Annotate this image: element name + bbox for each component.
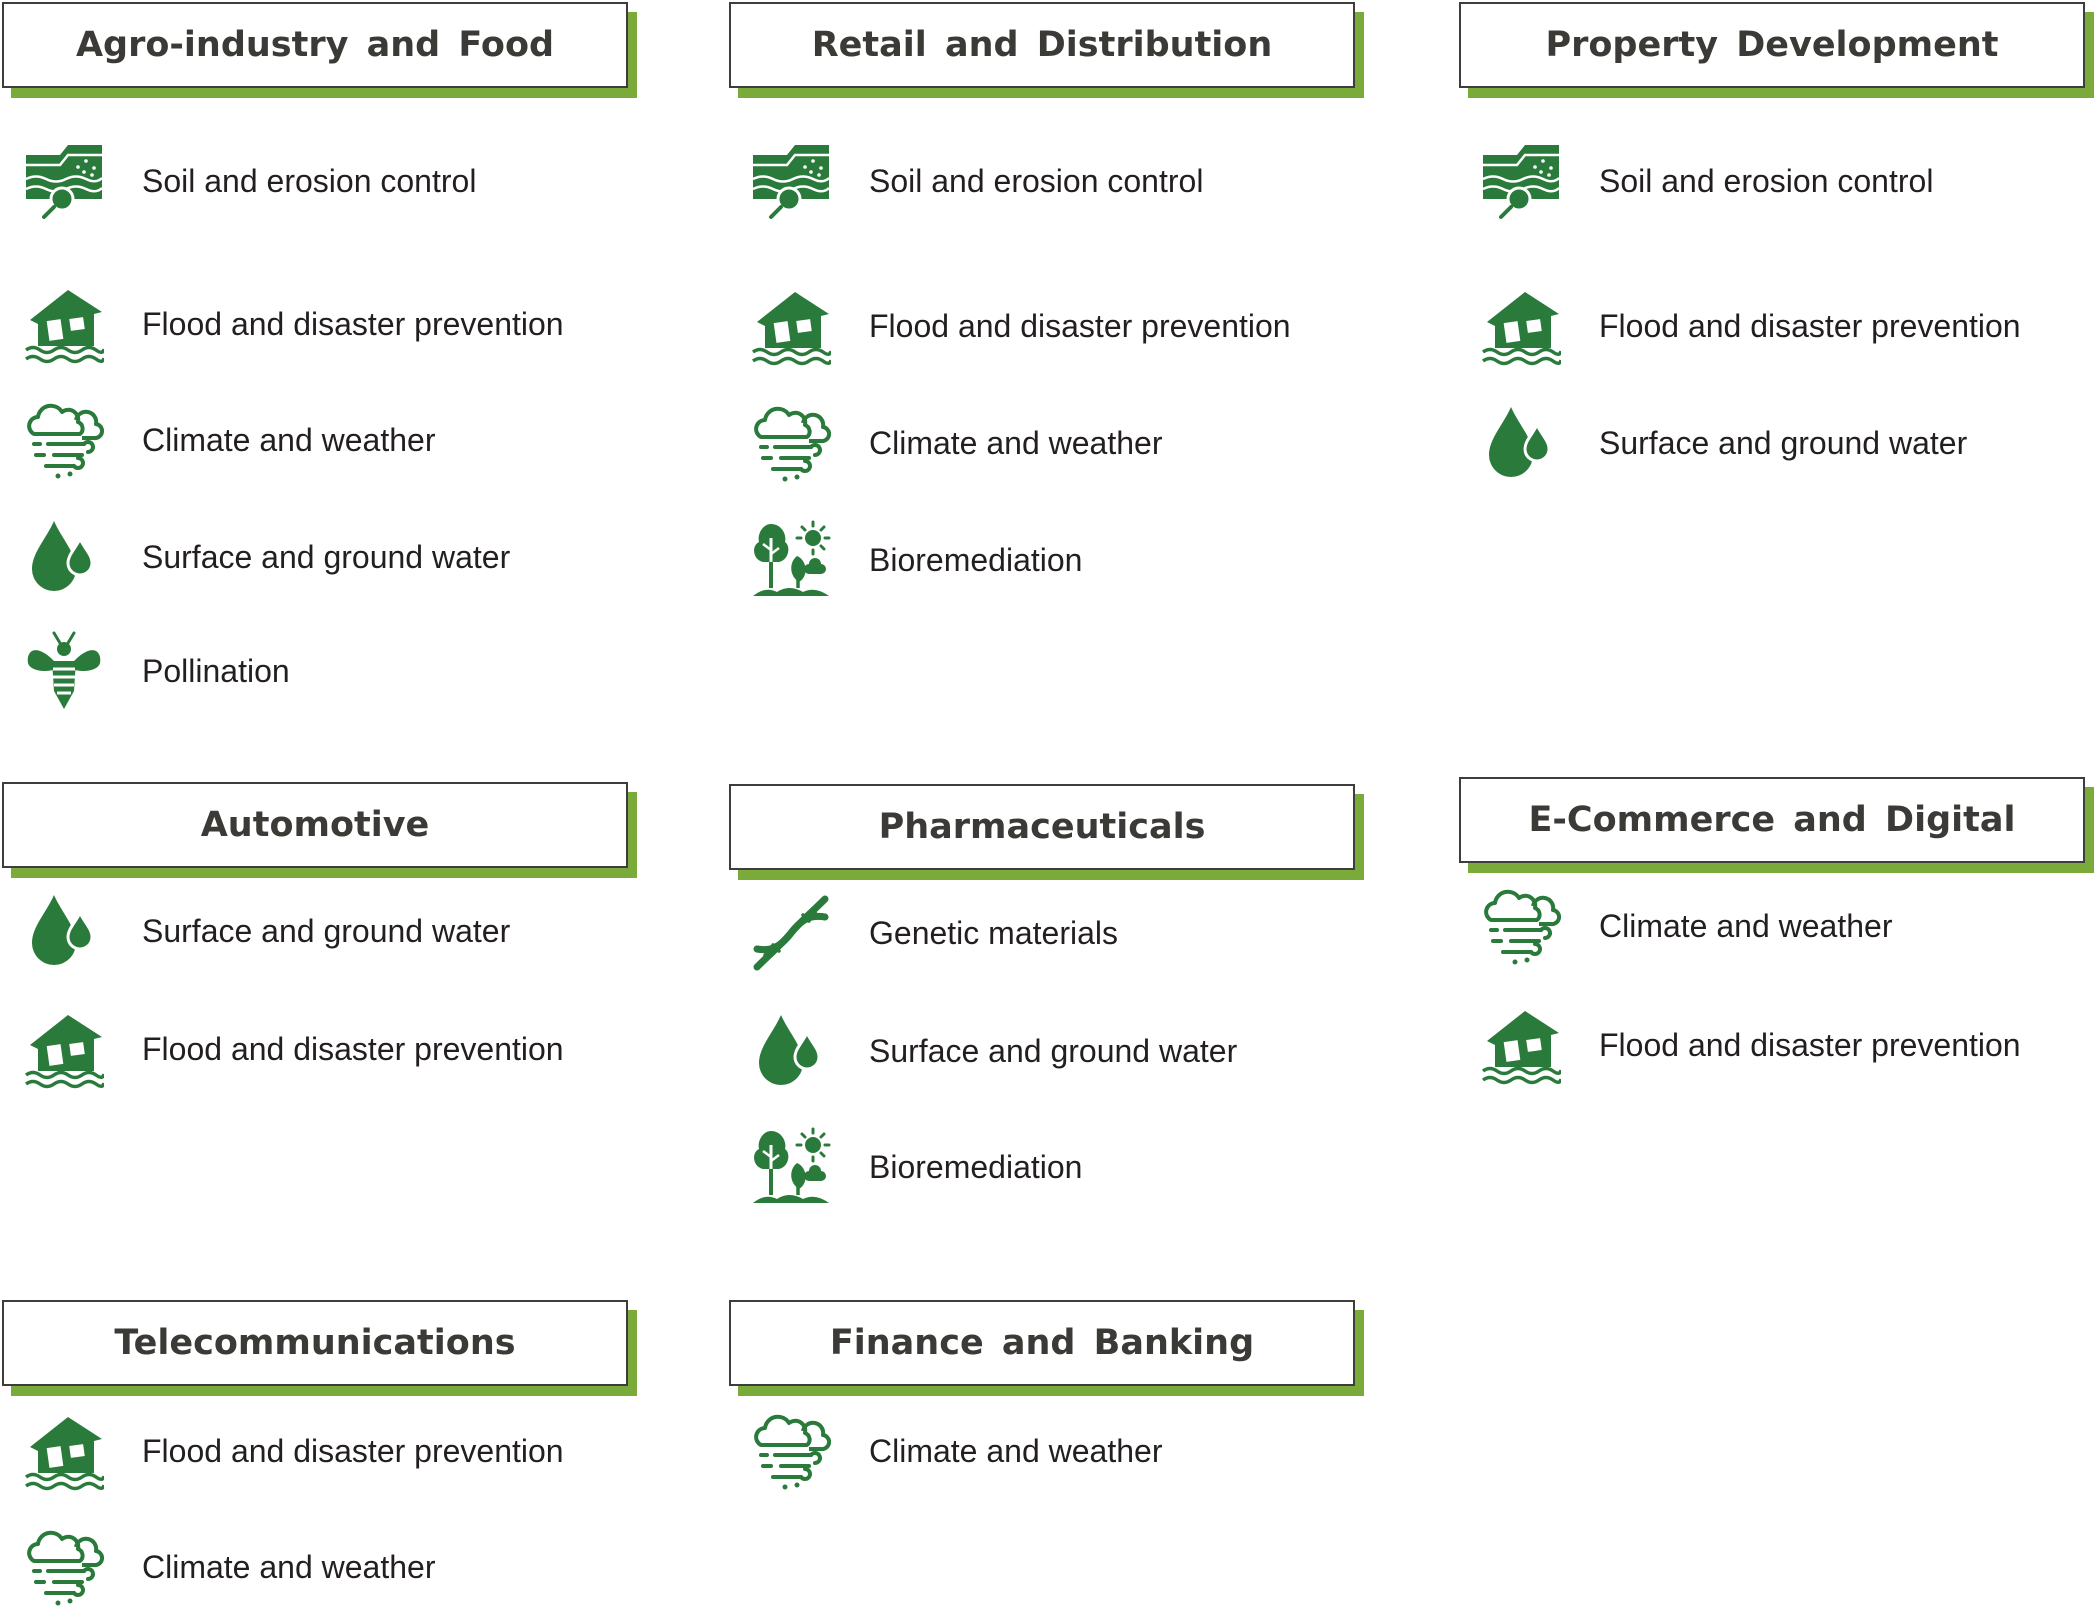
header-box: Retail and Distribution bbox=[729, 2, 1355, 88]
flood-house-icon bbox=[1481, 286, 1561, 366]
soil-erosion-icon bbox=[751, 141, 831, 221]
header-box: E-Commerce and Digital bbox=[1459, 777, 2085, 863]
sector-title: Automotive bbox=[200, 805, 430, 845]
item-label: Flood and disaster prevention bbox=[1599, 1026, 2021, 1063]
item-label: Flood and disaster prevention bbox=[142, 1030, 564, 1067]
list-item: Bioremediation bbox=[729, 1122, 1449, 1212]
list-item: Flood and disaster prevention bbox=[1459, 281, 2095, 371]
list-item: Bioremediation bbox=[729, 515, 1449, 605]
sector-header: Retail and Distribution bbox=[729, 2, 1364, 99]
list-item: Flood and disaster prevention bbox=[2, 1406, 722, 1496]
sector-agro-industry: Agro-industry and Food Soil and erosion … bbox=[2, 2, 637, 709]
list-item: Soil and erosion control bbox=[1459, 136, 2095, 226]
item-label: Climate and weather bbox=[869, 1432, 1163, 1469]
header-box: Property Development bbox=[1459, 2, 2085, 88]
bioremediation-icon bbox=[751, 1127, 831, 1207]
item-label: Bioremediation bbox=[869, 1148, 1083, 1185]
list-item: Flood and disaster prevention bbox=[729, 281, 1449, 371]
list-item: Surface and ground water bbox=[729, 1006, 1449, 1096]
sector-header: Pharmaceuticals bbox=[729, 784, 1364, 881]
sector-header: Finance and Banking bbox=[729, 1300, 1364, 1397]
sector-automotive: Automotive Surface and ground water Floo… bbox=[2, 782, 637, 1089]
flood-house-icon bbox=[751, 286, 831, 366]
header-box: Automotive bbox=[2, 782, 628, 868]
item-label: Climate and weather bbox=[142, 421, 436, 458]
list-item: Flood and disaster prevention bbox=[1459, 1000, 2095, 1090]
list-item: Climate and weather bbox=[1459, 881, 2095, 971]
list-item: Surface and ground water bbox=[2, 512, 722, 602]
climate-weather-icon bbox=[751, 403, 831, 483]
item-label: Flood and disaster prevention bbox=[142, 1432, 564, 1469]
flood-house-icon bbox=[1481, 1005, 1561, 1085]
sector-header: E-Commerce and Digital bbox=[1459, 777, 2094, 874]
sector-title: Agro-industry and Food bbox=[75, 25, 555, 65]
item-label: Climate and weather bbox=[1599, 907, 1893, 944]
list-item: Flood and disaster prevention bbox=[2, 1004, 722, 1094]
soil-erosion-icon bbox=[1481, 141, 1561, 221]
header-box: Telecommunications bbox=[2, 1300, 628, 1386]
list-item: Surface and ground water bbox=[1459, 398, 2095, 488]
list-item: Surface and ground water bbox=[2, 886, 722, 976]
item-label: Flood and disaster prevention bbox=[869, 307, 1291, 344]
list-item: Flood and disaster prevention bbox=[2, 279, 722, 369]
sector-header: Agro-industry and Food bbox=[2, 2, 637, 99]
item-label: Climate and weather bbox=[869, 424, 1163, 461]
climate-weather-icon bbox=[24, 400, 104, 480]
sector-title: E-Commerce and Digital bbox=[1528, 800, 2016, 840]
header-box: Agro-industry and Food bbox=[2, 2, 628, 88]
item-label: Surface and ground water bbox=[1599, 424, 1968, 461]
list-item: Climate and weather bbox=[2, 395, 722, 485]
sector-header: Automotive bbox=[2, 782, 637, 879]
climate-weather-icon bbox=[751, 1411, 831, 1491]
water-drops-icon bbox=[751, 1011, 831, 1091]
header-box: Finance and Banking bbox=[729, 1300, 1355, 1386]
water-drops-icon bbox=[1481, 403, 1561, 483]
water-drops-icon bbox=[24, 891, 104, 971]
sector-retail-distribution: Retail and Distribution Soil and erosion… bbox=[729, 2, 1364, 596]
bee-icon bbox=[24, 631, 104, 711]
sector-title: Telecommunications bbox=[114, 1323, 516, 1363]
list-item: Pollination bbox=[2, 626, 722, 716]
list-item: Climate and weather bbox=[729, 398, 1449, 488]
item-label: Bioremediation bbox=[869, 541, 1083, 578]
sector-property-development: Property Development Soil and erosion co… bbox=[1459, 2, 2094, 477]
list-item: Soil and erosion control bbox=[729, 136, 1449, 226]
sector-pharmaceuticals: Pharmaceuticals Genetic materials Surfac… bbox=[729, 784, 1364, 1203]
sector-title: Pharmaceuticals bbox=[878, 807, 1206, 847]
water-drops-icon bbox=[24, 517, 104, 597]
item-label: Genetic materials bbox=[869, 914, 1118, 951]
soil-erosion-icon bbox=[24, 141, 104, 221]
item-label: Surface and ground water bbox=[869, 1032, 1238, 1069]
bioremediation-icon bbox=[751, 520, 831, 600]
item-label: Soil and erosion control bbox=[142, 162, 477, 199]
sector-telecommunications: Telecommunications Flood and disaster pr… bbox=[2, 1300, 637, 1606]
item-label: Surface and ground water bbox=[142, 538, 511, 575]
flood-house-icon bbox=[24, 1009, 104, 1089]
flood-house-icon bbox=[24, 1411, 104, 1491]
sector-header: Property Development bbox=[1459, 2, 2094, 99]
list-item: Climate and weather bbox=[729, 1406, 1449, 1496]
item-label: Soil and erosion control bbox=[869, 162, 1204, 199]
sector-finance-banking: Finance and Banking Climate and weather bbox=[729, 1300, 1364, 1490]
item-label: Flood and disaster prevention bbox=[142, 305, 564, 342]
list-item: Genetic materials bbox=[729, 888, 1449, 978]
list-item: Soil and erosion control bbox=[2, 136, 722, 226]
item-label: Flood and disaster prevention bbox=[1599, 307, 2021, 344]
sector-title: Property Development bbox=[1545, 25, 1999, 65]
sector-title: Retail and Distribution bbox=[811, 25, 1273, 65]
list-item: Climate and weather bbox=[2, 1522, 722, 1612]
item-label: Surface and ground water bbox=[142, 912, 511, 949]
item-label: Soil and erosion control bbox=[1599, 162, 1934, 199]
flood-house-icon bbox=[24, 284, 104, 364]
header-box: Pharmaceuticals bbox=[729, 784, 1355, 870]
sector-ecommerce-digital: E-Commerce and Digital Climate and weath… bbox=[1459, 777, 2094, 1085]
item-label: Climate and weather bbox=[142, 1548, 436, 1585]
climate-weather-icon bbox=[24, 1527, 104, 1607]
item-label: Pollination bbox=[142, 652, 290, 689]
climate-weather-icon bbox=[1481, 886, 1561, 966]
dna-icon bbox=[751, 893, 831, 973]
sector-header: Telecommunications bbox=[2, 1300, 637, 1397]
sector-title: Finance and Banking bbox=[829, 1323, 1255, 1363]
